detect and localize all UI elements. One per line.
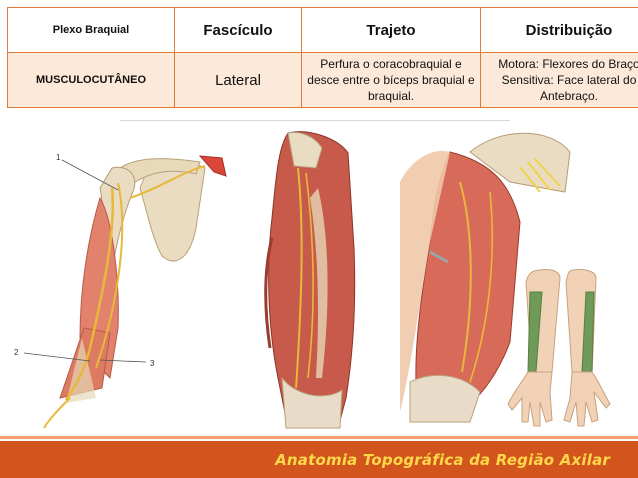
separator-line <box>120 120 510 121</box>
footer-title: Anatomia Topográfica da Região Axilar <box>275 451 610 469</box>
arm-nerve-illustration <box>400 132 571 423</box>
cell-fasciculus: Lateral <box>174 52 302 108</box>
header-plexo: Plexo Braquial <box>7 7 175 53</box>
nerve-table: Plexo Braquial Fascículo Trajeto Distrib… <box>7 7 638 108</box>
label-2: 2 <box>14 348 19 357</box>
table-row: MUSCULOCUTÂNEO Lateral Perfura o coracob… <box>7 52 638 108</box>
leader-line-2 <box>23 352 91 362</box>
cell-path: Perfura o coracobraquial e desce entre o… <box>301 52 481 108</box>
table-header-row: Plexo Braquial Fascículo Trajeto Distrib… <box>7 7 638 53</box>
label-3: 3 <box>150 359 155 368</box>
header-fasciculo: Fascículo <box>174 7 302 53</box>
footer-bar: Anatomia Topográfica da Região Axilar <box>0 441 638 478</box>
cell-distribution: Motora: Flexores do Braço Sensitiva: Fac… <box>480 52 638 108</box>
cell-nerve: MUSCULOCUTÂNEO <box>7 52 175 108</box>
leader-line-1 <box>61 159 119 191</box>
header-distribuicao: Distribuição <box>480 7 638 53</box>
arm-muscles-illustration <box>264 131 356 429</box>
label-1: 1 <box>56 153 61 162</box>
arm-illustration-anterior: 1 2 3 <box>14 153 227 428</box>
footer-divider <box>0 436 638 439</box>
forearm-sensory-map <box>507 269 611 427</box>
leader-line-3 <box>99 359 147 363</box>
header-trajeto: Trajeto <box>301 7 481 53</box>
